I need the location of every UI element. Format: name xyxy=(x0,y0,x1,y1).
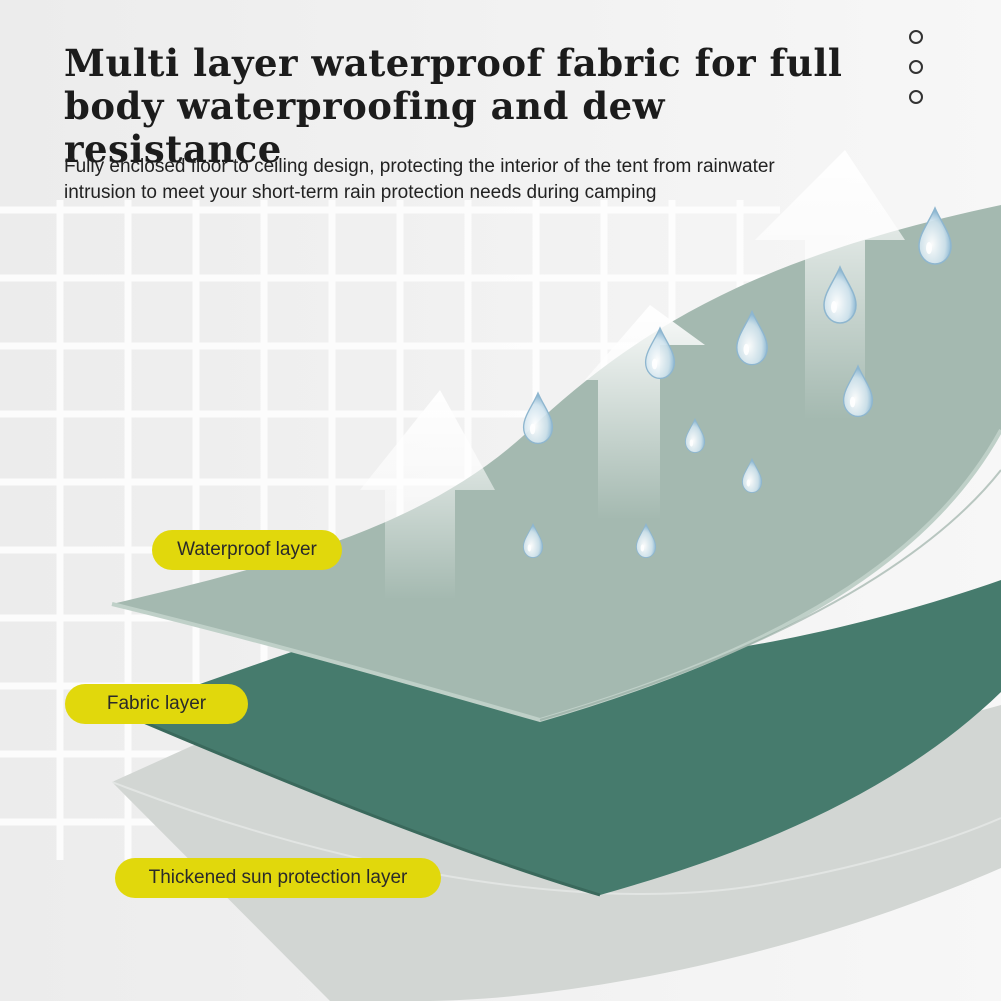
water-drop-icon xyxy=(741,457,763,494)
dot xyxy=(909,30,923,44)
title-line-2: body waterproofing and dew resistance xyxy=(64,84,665,171)
description-line-2: intrusion to meet your short-term rain p… xyxy=(64,182,657,203)
waterproof-layer xyxy=(112,205,1001,720)
water-drop-icon xyxy=(823,265,857,324)
dot xyxy=(909,90,923,104)
water-drop-icon xyxy=(684,417,706,454)
waterproof-layer-label-text: Waterproof layer xyxy=(177,539,317,560)
water-drop-icon xyxy=(918,206,952,265)
page-title: Multi layer waterproof fabric for full b… xyxy=(64,42,884,171)
title-line-1: Multi layer waterproof fabric for full xyxy=(64,41,843,85)
sun-protection-layer-label-text: Thickened sun protection layer xyxy=(148,867,408,888)
description: Fully enclosed floor to ceiling design, … xyxy=(64,154,884,206)
water-drop-icon xyxy=(522,522,544,559)
waterproof-layer-label: Waterproof layer xyxy=(152,530,342,570)
water-drop-icon xyxy=(635,522,657,559)
fabric-layer-label: Fabric layer xyxy=(65,684,248,724)
water-drop-icon xyxy=(842,364,874,418)
up-arrow-icon xyxy=(585,305,705,520)
description-line-1: Fully enclosed floor to ceiling design, … xyxy=(64,156,775,177)
up-arrow-icon xyxy=(360,390,495,600)
water-drop-icon xyxy=(522,391,554,445)
sun-protection-layer-label: Thickened sun protection layer xyxy=(115,858,441,898)
water-drop-icon xyxy=(644,326,676,380)
menu-dots-icon[interactable] xyxy=(909,30,925,120)
dot xyxy=(909,60,923,74)
fabric-layer-label-text: Fabric layer xyxy=(106,693,207,714)
water-drop-icon xyxy=(736,309,768,366)
